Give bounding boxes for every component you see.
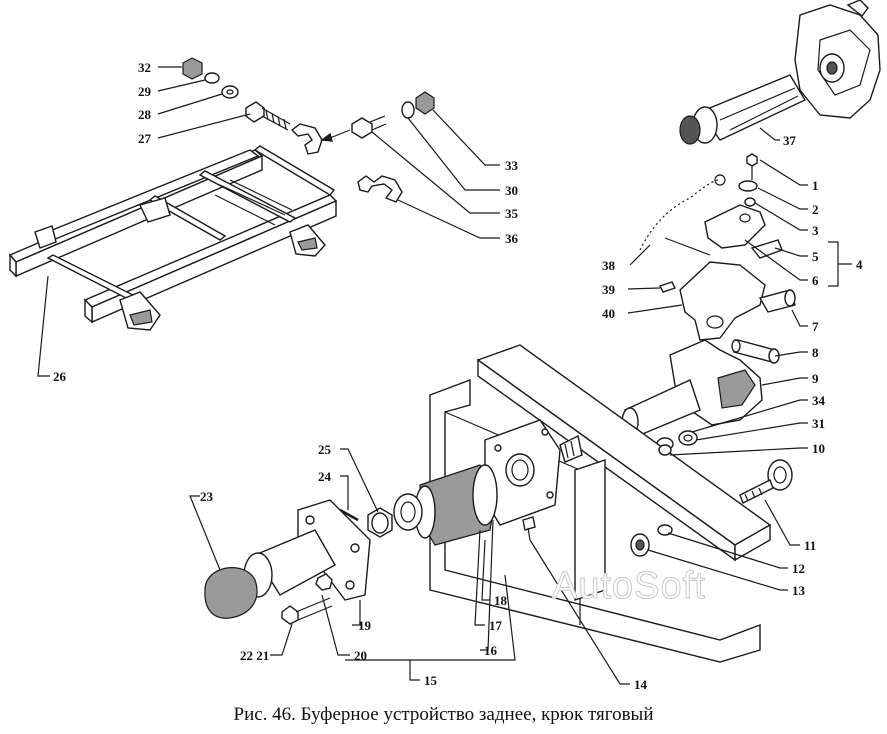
callout-24: 24 (318, 469, 332, 484)
callout-14: 14 (634, 677, 648, 692)
buffer-plunger-assembly (204, 419, 583, 625)
callout-30: 30 (505, 183, 518, 198)
callout-37: 37 (783, 133, 797, 148)
callout-35: 35 (505, 206, 519, 221)
callout-27: 27 (138, 131, 152, 146)
callout-7: 7 (812, 319, 819, 334)
callout-40: 40 (602, 306, 615, 321)
callout-4: 4 (856, 257, 863, 272)
clamp-fasteners-group (182, 57, 435, 203)
callout-28: 28 (138, 107, 152, 122)
callout-23: 23 (200, 489, 214, 504)
exploded-parts-diagram: 32 29 28 27 33 30 35 36 26 37 1 2 3 5 6 … (8, 0, 881, 692)
callout-19: 19 (358, 618, 372, 633)
callout-31: 31 (812, 416, 825, 431)
callout-17: 17 (489, 618, 503, 633)
callout-10: 10 (812, 441, 825, 456)
callout-32: 32 (138, 60, 151, 75)
callout-33: 33 (505, 158, 519, 173)
callout-39: 39 (602, 282, 616, 297)
callout-3: 3 (812, 223, 819, 238)
callout-16: 16 (484, 643, 498, 658)
rear-frame-assembly (8, 145, 338, 331)
callout-26: 26 (53, 369, 67, 384)
callout-34: 34 (812, 393, 826, 408)
eye-bolt (739, 459, 793, 504)
callout-8: 8 (812, 345, 819, 360)
hook-latch-parts (639, 153, 796, 364)
callout-38: 38 (602, 258, 616, 273)
drawbar-hook-assembly (679, 0, 881, 145)
tow-hook-body (621, 339, 763, 451)
rear-buffer-beam (429, 344, 772, 663)
callout-15: 15 (424, 673, 438, 688)
callout-18: 18 (494, 593, 508, 608)
callout-1: 1 (812, 178, 819, 193)
watermark: AutoSoft (552, 565, 706, 608)
callout-29: 29 (138, 84, 152, 99)
callout-6: 6 (812, 273, 819, 288)
callout-11: 11 (804, 538, 816, 553)
callout-2: 2 (812, 202, 819, 217)
leader-lines (37, 66, 852, 685)
callout-9: 9 (812, 371, 819, 386)
figure-caption: Рис. 46. Буферное устройство заднее, крю… (233, 704, 654, 725)
callout-20: 20 (354, 648, 367, 663)
callout-13: 13 (792, 583, 806, 598)
callout-5: 5 (812, 249, 819, 264)
callout-22-21: 22 21 (240, 648, 269, 663)
callout-36: 36 (505, 231, 519, 246)
callout-labels: 32 29 28 27 33 30 35 36 26 37 1 2 3 5 6 … (53, 60, 863, 692)
callout-25: 25 (318, 442, 332, 457)
callout-12: 12 (792, 561, 805, 576)
